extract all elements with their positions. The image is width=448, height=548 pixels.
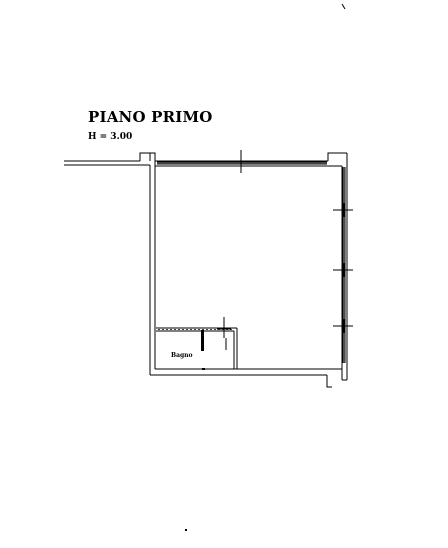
ceiling-height-label: H = 3.00 [88, 132, 132, 142]
adjacent-wall-left [64, 152, 151, 166]
section-tick-marks [217, 150, 353, 338]
window-strip-top [157, 161, 327, 165]
bathroom-door-mark [202, 368, 205, 370]
stray-mark-bottom [185, 529, 187, 531]
outer-walls [149, 152, 348, 388]
stray-mark-top [341, 3, 346, 10]
bathroom-partition [156, 327, 238, 369]
room-label-bathroom: Bagno [171, 352, 193, 359]
plan-title: PIANO PRIMO [88, 108, 213, 126]
bathroom-fixture-wall [201, 330, 204, 351]
